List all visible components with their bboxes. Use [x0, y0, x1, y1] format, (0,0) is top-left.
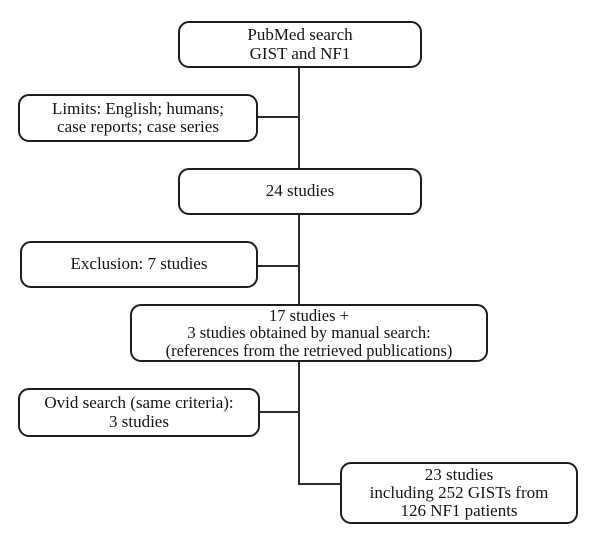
box-text-line: GIST and NF1 — [249, 43, 351, 63]
box-text-line: PubMed search — [247, 25, 353, 45]
flowchart-box-exclusion: Exclusion: 7 studies — [20, 241, 258, 288]
connector-final-elbow-line — [298, 483, 342, 485]
box-text-line: (references from the retrieved publicati… — [165, 340, 453, 360]
box-text-line: 23 studies — [424, 464, 494, 484]
box-text-line: 3 studies — [109, 411, 169, 431]
box-text-line: Exclusion: 7 studies — [70, 254, 208, 274]
box-text-line: Ovid search (same criteria): — [44, 393, 234, 413]
flowchart-box-manual-search: 17 studies + 3 studies obtained by manua… — [130, 304, 488, 362]
flowchart-box-24-studies: 24 studies — [178, 168, 422, 215]
box-text-line: 126 NF1 patients — [400, 501, 518, 520]
connector-limits-branch-line — [256, 116, 300, 118]
box-text-line: 17 studies + — [269, 305, 349, 325]
box-text-line: 24 studies — [265, 181, 335, 201]
connector-exclusion-branch-line — [256, 265, 300, 267]
connector-main-vertical-line — [298, 67, 300, 485]
flowchart-box-limits: Limits: English; humans; case reports; c… — [18, 94, 258, 142]
flowchart-box-pubmed-search: PubMed search GIST and NF1 — [178, 21, 422, 68]
connector-ovid-branch-line — [258, 411, 300, 413]
flowchart-box-ovid-search: Ovid search (same criteria): 3 studies — [18, 388, 260, 437]
box-text-line: Limits: English; humans; — [52, 98, 224, 118]
box-text-line: case reports; case series — [57, 117, 219, 136]
box-text-line: 3 studies obtained by manual search: — [187, 323, 431, 343]
flowchart-box-final-studies: 23 studies including 252 GISTs from 126 … — [340, 462, 578, 524]
box-text-line: including 252 GISTs from — [369, 482, 549, 502]
